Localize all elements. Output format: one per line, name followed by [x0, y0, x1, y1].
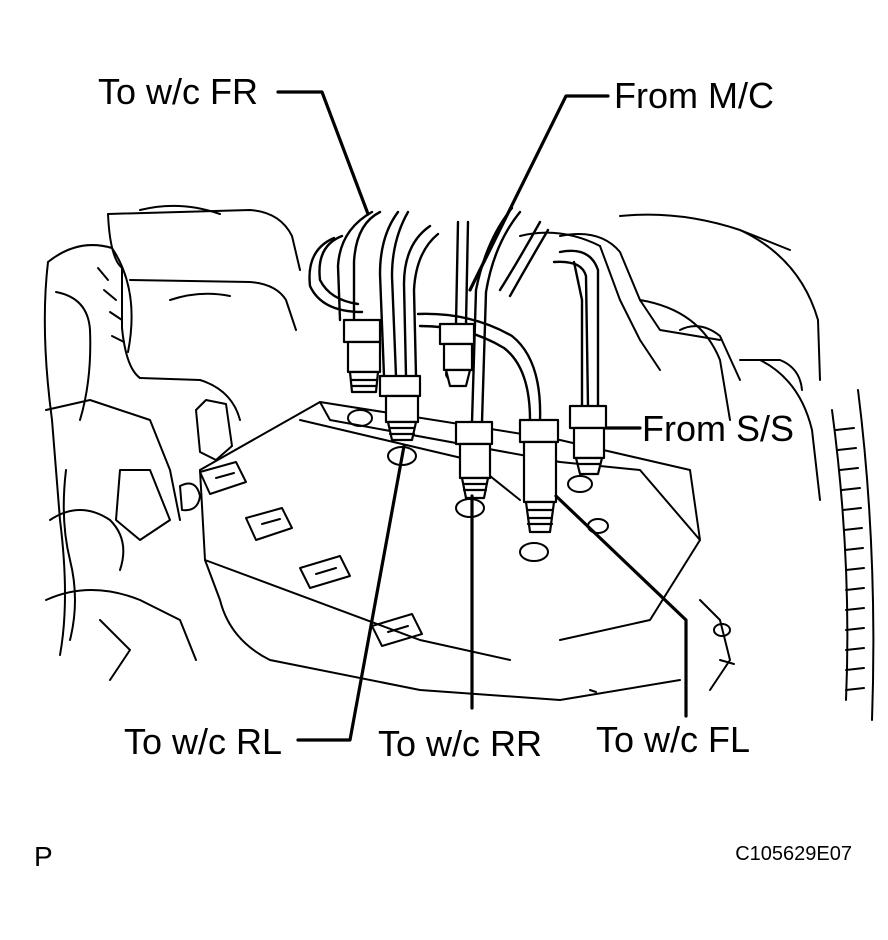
union-nut-ss: [568, 404, 608, 476]
label-to-wc-rr: To w/c RR: [378, 723, 542, 764]
label-to-wc-fl: To w/c FL: [596, 719, 750, 760]
label-from-ss: From S/S: [642, 408, 794, 449]
view-code: P: [34, 841, 53, 872]
union-nut-rl: [378, 374, 422, 442]
label-to-wc-fr: To w/c FR: [98, 71, 258, 112]
union-nuts: [342, 318, 608, 534]
leader-line-mc: [468, 94, 610, 292]
figure-id: C105629E07: [735, 843, 852, 865]
union-nut-rr: [454, 420, 494, 500]
leader-lines: [276, 90, 688, 742]
label-to-wc-rl: To w/c RL: [124, 721, 282, 762]
engine-bay-line-art: [43, 204, 875, 721]
leader-line-fr: [276, 90, 370, 216]
leader-line-rl: [296, 444, 406, 742]
union-nut-fr: [342, 318, 382, 394]
callout-labels: To w/c FR From M/C From S/S To w/c RL To…: [98, 71, 794, 764]
brake-tubes: [308, 206, 600, 424]
leader-line-fl: [554, 494, 688, 718]
label-from-mc: From M/C: [614, 75, 774, 116]
union-nut-mc: [438, 322, 476, 388]
union-nut-fl: [518, 418, 560, 534]
